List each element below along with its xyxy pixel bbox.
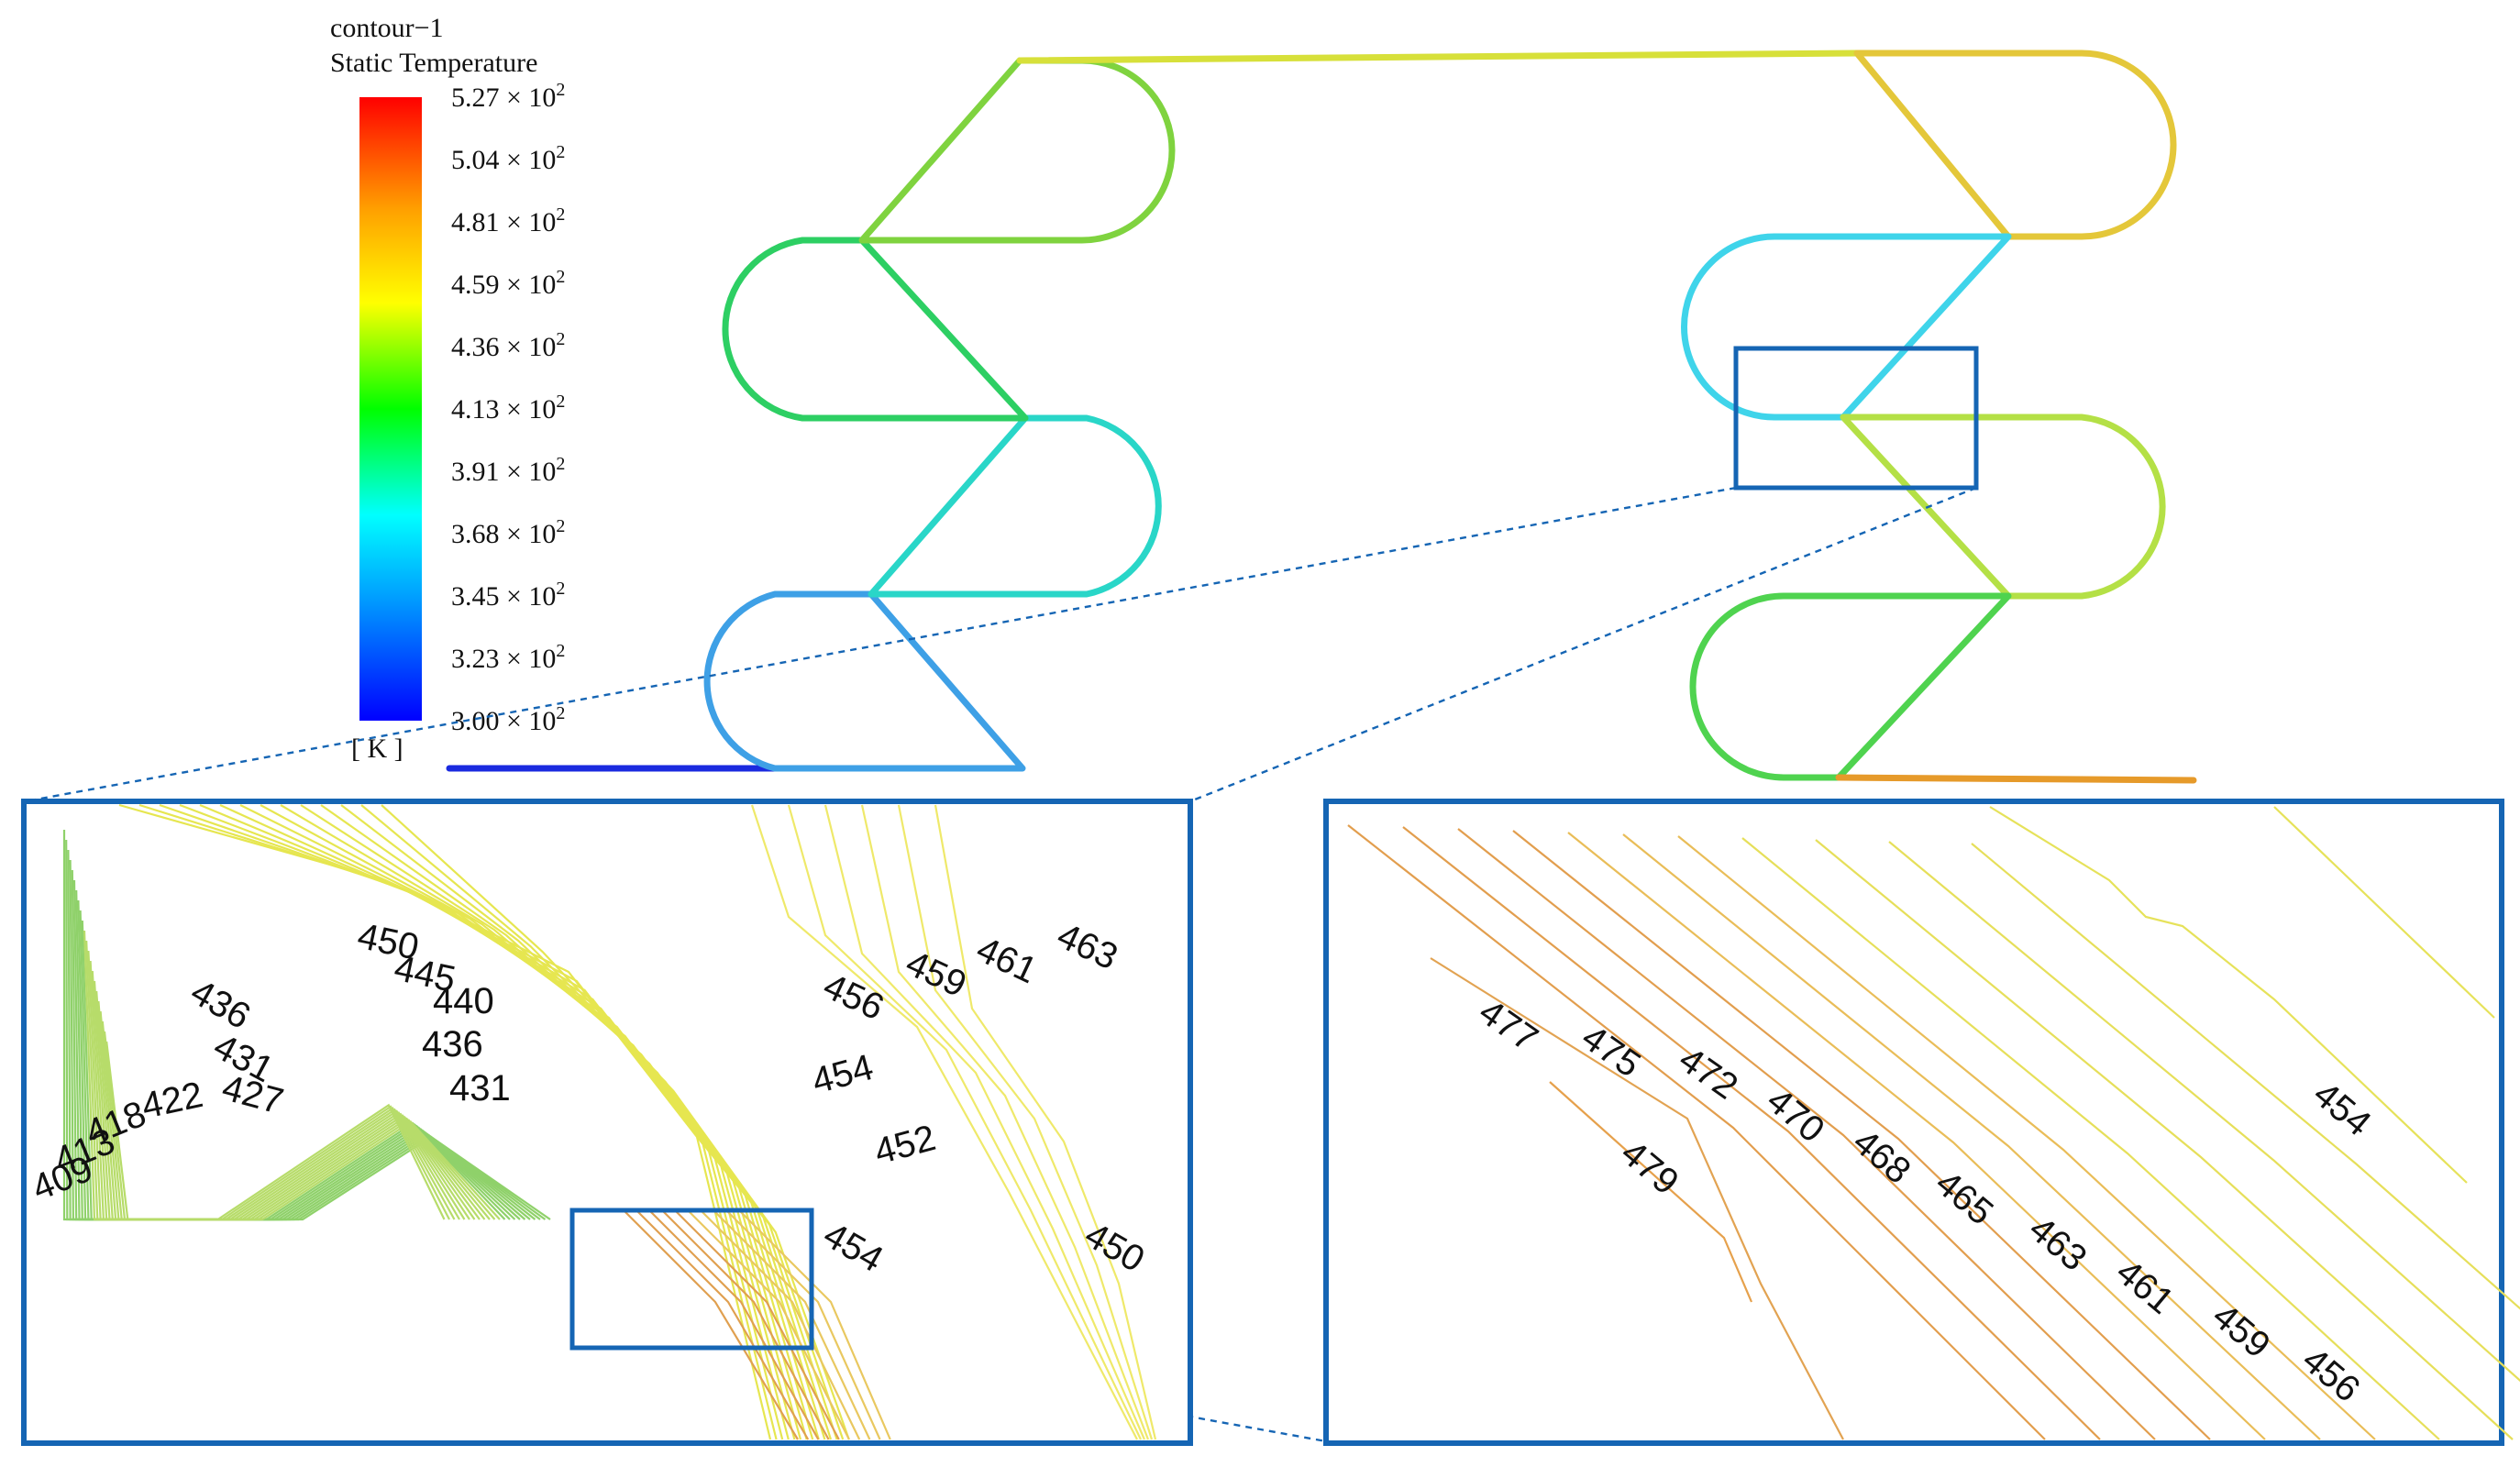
legend-tick-labels: 5.27 × 102 5.04 × 102 4.81 × 102 4.59 × 102…	[451, 80, 565, 736]
zoom-region-main	[1733, 346, 1979, 491]
pipe-bend-right-bottom	[1689, 592, 2012, 781]
isotherm-line	[95, 990, 470, 1221]
isotherm-line	[674, 1209, 840, 1440]
isotherm-line	[93, 980, 476, 1221]
legend-tick-label: 5.27 × 102	[451, 80, 565, 113]
isotherm-line	[105, 1041, 446, 1221]
isotherm-line	[1888, 841, 2520, 1383]
isotherm-line	[1815, 839, 2514, 1440]
legend-tick-label: 3.68 × 102	[451, 516, 565, 549]
contour-label: 440	[433, 981, 494, 1021]
isotherm-line	[89, 960, 486, 1221]
colorbar	[359, 97, 422, 721]
isotherm-line	[381, 804, 850, 1440]
isotherm-line	[713, 1209, 871, 1440]
isotherm-line	[77, 899, 516, 1221]
legend-title: contour−1	[330, 13, 444, 43]
legend-tick-label: 3.23 × 102	[451, 641, 565, 674]
legend-tick-label: 3.91 × 102	[451, 454, 565, 487]
isotherm-line	[65, 839, 547, 1221]
isotherm-line	[159, 803, 784, 1440]
isotherms-left	[62, 803, 1157, 1440]
pipe-bend-bottom	[703, 590, 1026, 772]
isotherm-line	[199, 803, 796, 1440]
legend-tick-label: 4.81 × 102	[451, 204, 565, 237]
contour-label: 436	[422, 1024, 483, 1064]
isotherm-line	[75, 889, 521, 1221]
legend-tick-label: 4.36 × 102	[451, 329, 565, 362]
isotherm-line	[101, 1020, 456, 1221]
legend-tick-label: 3.00 × 102	[451, 703, 565, 736]
isotherm-line	[1402, 826, 2101, 1440]
zoom-region-left	[569, 1208, 814, 1351]
isotherm-line	[687, 1209, 850, 1440]
isotherm-line	[67, 849, 541, 1221]
legend-subtitle: Static Temperature	[330, 48, 537, 78]
isotherms-right	[1347, 806, 2520, 1440]
isotherm-line	[787, 804, 1142, 1440]
isotherm-line	[1989, 806, 2468, 1184]
isotherm-line	[280, 804, 820, 1440]
legend-tick-label: 5.04 × 102	[451, 142, 565, 175]
zoom-panel-left: 450 445 440 436 436 431 431 427 422 418 …	[21, 799, 1193, 1446]
isotherm-line	[69, 859, 536, 1221]
pipe-outlet-segment	[1835, 774, 2197, 784]
isotherm-line	[97, 1000, 466, 1221]
isotherm-line	[83, 930, 501, 1221]
pipe-crossover-top	[1016, 50, 1861, 64]
isotherm-line	[103, 1031, 450, 1221]
isotherm-line	[738, 1209, 891, 1440]
isotherm-line	[138, 803, 778, 1440]
isotherm-line	[648, 1209, 820, 1440]
isotherm-line	[661, 1209, 830, 1440]
isotherm-line	[1741, 837, 2440, 1440]
pipe-bend-right-lower	[1840, 414, 2166, 600]
isotherm-line	[81, 920, 506, 1221]
isotherm-line	[1457, 828, 2156, 1440]
color-legend: contour−1 Static Temperature 5.27 × 1025…	[330, 13, 565, 764]
legend-unit: [ K ]	[351, 734, 403, 764]
isotherm-line	[1347, 824, 2046, 1440]
isotherm-line	[179, 803, 790, 1440]
isotherm-line	[99, 1010, 460, 1221]
pipe-bend-top	[858, 57, 1176, 244]
isotherm-line	[725, 1209, 881, 1440]
isotherm-line	[1677, 835, 2376, 1440]
isotherm-line	[1549, 1081, 1753, 1303]
isotherm-line	[79, 910, 511, 1221]
isotherm-line	[1430, 957, 1844, 1440]
isotherm-line	[300, 804, 826, 1440]
pipe-bend-lower-mid	[868, 414, 1162, 598]
zoom-panel-right: 477 475 472 470 468 465 463 461 459 456 …	[1323, 799, 2520, 1446]
isotherm-line	[72, 879, 526, 1221]
isotherm-line	[860, 804, 1150, 1440]
isotherm-line	[934, 804, 1157, 1440]
isotherm-line	[623, 1209, 799, 1440]
isotherm-line	[1567, 832, 2266, 1440]
isotherm-line	[71, 869, 531, 1221]
isotherm-line	[91, 970, 481, 1221]
legend-tick-label: 4.13 × 102	[451, 392, 565, 425]
isotherm-line	[1512, 830, 2211, 1440]
isotherm-line	[1622, 833, 2321, 1440]
pipe-bend-upper-mid	[722, 237, 1029, 422]
contour-label: 431	[449, 1068, 511, 1109]
pipe-right-loop	[1681, 50, 2197, 784]
isotherm-line	[897, 804, 1154, 1440]
isotherm-line	[750, 804, 1138, 1440]
isotherm-line	[1971, 843, 2520, 1310]
isotherm-line	[700, 1209, 861, 1440]
isotherm-line	[636, 1209, 810, 1440]
isotherm-line	[2273, 806, 2495, 1019]
legend-tick-label: 3.45 × 102	[451, 579, 565, 612]
isotherm-line	[823, 804, 1146, 1440]
legend-tick-label: 4.59 × 102	[451, 267, 565, 300]
isotherm-line	[87, 950, 491, 1221]
isotherm-line	[320, 804, 833, 1440]
pipe-left-loop	[446, 57, 1176, 772]
isotherm-line	[85, 940, 496, 1221]
pipe-bend-right-top	[1853, 50, 2177, 240]
pipe-bend-right-upper	[1681, 233, 2012, 421]
